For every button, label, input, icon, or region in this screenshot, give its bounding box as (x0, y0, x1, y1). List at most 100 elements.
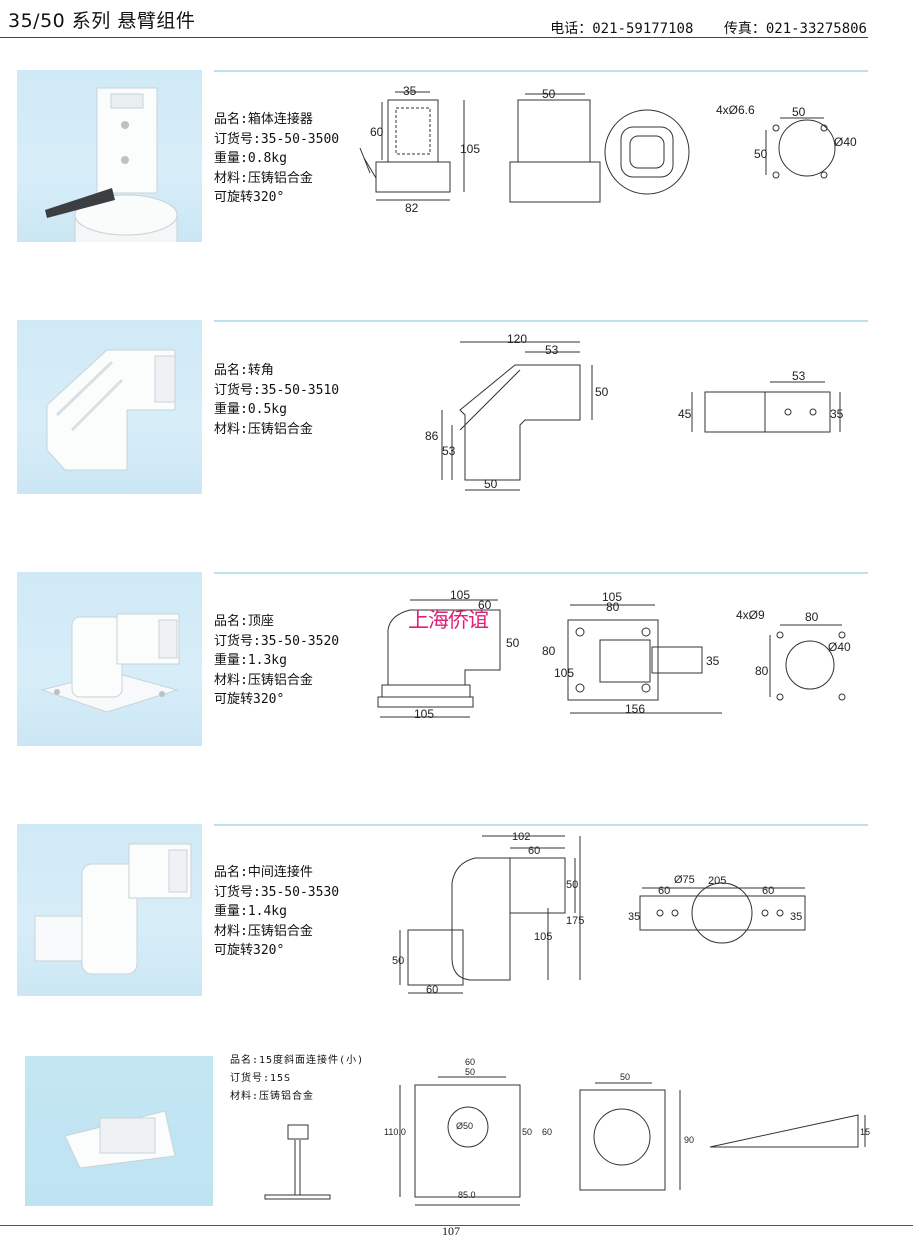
dim-label: 35 (628, 911, 640, 923)
dim-label: 50 (620, 1072, 630, 1082)
material: 材料:压铸铝合金 (230, 1091, 315, 1102)
dim-label: 60 (528, 845, 540, 857)
section-divider (214, 824, 868, 826)
dim-label: 53 (792, 369, 806, 383)
product-info-box-connector: 品名:箱体连接器 订货号:35-50-3500 重量:0.8kg 材料:压铸铝合… (214, 110, 339, 208)
top-seat-illustration (40, 613, 180, 713)
dim-label: 120 (507, 332, 527, 346)
dim-label: 80 (805, 610, 819, 624)
product-photo-corner (17, 320, 202, 494)
fax-number: 传真：021-33275806 (723, 21, 867, 37)
dim-label: 105 (460, 142, 480, 156)
technical-drawing-box-connector: 35 60 105 82 50 4xØ6.6 50 Ø40 50 (359, 84, 857, 215)
dim-label: 60 (426, 984, 438, 996)
product-photo-box-connector (17, 70, 202, 262)
dim-label: 4xØ9 (736, 608, 765, 622)
material: 材料:压铸铝合金 (214, 421, 313, 437)
footer-divider (0, 1225, 913, 1226)
weight: 重量:1.4kg (214, 904, 287, 919)
dim-label: 50 (506, 636, 520, 650)
weight: 重量:1.3kg (214, 653, 287, 668)
dim-label: 105 (554, 666, 574, 680)
dim-label: 50 (465, 1067, 475, 1077)
section-divider (214, 320, 868, 322)
product-info-middle-connector: 品名:中间连接件 订货号:35-50-3530 重量:1.4kg 材料:压铸铝合… (214, 863, 339, 961)
dim-label: 60 (478, 598, 492, 612)
dim-label: 82 (405, 201, 419, 215)
order-number: 订货号:35-50-3510 (214, 382, 340, 398)
dim-label: 105 (602, 590, 622, 604)
dim-label: 45 (678, 407, 692, 421)
technical-drawing-middle-connector: 102 60 50 175 105 50 60 Ø75 205 60 60 35… (392, 831, 806, 996)
section-divider (214, 70, 868, 72)
order-number: 订货号:35-50-3530 (214, 884, 340, 900)
dim-label: 35 (706, 654, 720, 668)
product-photo-top-seat (17, 572, 202, 746)
dim-label: 80 (755, 664, 769, 678)
dim-label: 105 (450, 588, 470, 602)
product-name: 品名:中间连接件 (214, 865, 313, 880)
dim-label: 50 (484, 477, 498, 491)
dim-label: 175 (566, 915, 584, 927)
order-number: 订货号:35-50-3500 (214, 131, 340, 147)
middle-connector-illustration (34, 843, 192, 975)
dim-label: 50 (392, 955, 404, 967)
dim-label: 60 (370, 125, 384, 139)
page-number: 107 (442, 1224, 460, 1238)
dim-label: Ø75 (674, 874, 695, 886)
order-number: 订货号:35-50-3520 (214, 633, 340, 649)
page-title: 35/50 系列 悬臂组件 (8, 10, 196, 32)
dim-label: 50 (542, 87, 556, 101)
product-info-15deg-connector: 品名:15度斜面连接件(小) 订货号:15S 材料:压铸铝合金 (230, 1052, 364, 1106)
dim-label: 60 (542, 1127, 552, 1137)
product-name: 品名:顶座 (214, 614, 274, 629)
dim-label: 50 (595, 385, 609, 399)
weight: 重量:0.8kg (214, 151, 287, 166)
rotation-note: 可旋转320° (214, 190, 285, 205)
product-info-top-seat: 品名:顶座 订货号:35-50-3520 重量:1.3kg 材料:压铸铝合金 可… (214, 612, 339, 710)
dim-label: 60 (762, 885, 774, 897)
15deg-connector-illustration (64, 1110, 176, 1169)
dim-label: 60 (658, 885, 670, 897)
dim-label: Ø40 (828, 640, 851, 654)
dim-label: 105 (534, 931, 552, 943)
watermark: 上海侨谊 (408, 608, 489, 632)
dim-label: 102 (512, 831, 530, 843)
product-info-corner: 品名:转角 订货号:35-50-3510 重量:0.5kg 材料:压铸铝合金 (214, 361, 339, 439)
dim-label: 105 (414, 707, 434, 721)
dim-label: Ø50 (456, 1121, 473, 1131)
dim-label: 110.0 (384, 1127, 406, 1137)
dim-label: 35 (830, 407, 844, 421)
weight: 重量:0.5kg (214, 402, 287, 417)
product-photo-15deg-connector (25, 1056, 213, 1206)
dim-label: Ø40 (834, 135, 857, 149)
dim-label: 85.0 (458, 1190, 476, 1200)
dim-label: 156 (625, 702, 645, 716)
rotation-note: 可旋转320° (214, 943, 285, 958)
dim-label: 205 (708, 875, 726, 887)
dim-label: 80 (542, 644, 556, 658)
product-name: 品名:箱体连接器 (214, 112, 313, 127)
box-connector-illustration (45, 87, 178, 262)
material: 材料:压铸铝合金 (214, 170, 313, 186)
order-number: 订货号:15S (230, 1073, 292, 1084)
contact-info: 电话：021-59177108 传真：021-33275806 (528, 18, 867, 38)
technical-drawing-15deg-connector: 60 50 110.0 Ø50 50 60 85.0 50 90 15 (264, 1057, 870, 1206)
dim-label: 15 (860, 1127, 870, 1137)
dim-label: 90 (684, 1135, 694, 1145)
product-name: 品名:转角 (214, 363, 274, 378)
technical-drawing-top-seat: 105 60 50 105 105 80 80 105 35 156 4xØ9 … (377, 588, 851, 721)
dim-label: 50 (792, 105, 806, 119)
header-divider (0, 37, 868, 38)
dim-label: 4xØ6.6 (716, 103, 755, 117)
dim-label: 35 (790, 911, 802, 923)
dim-label: 50 (566, 879, 578, 891)
corner-illustration (46, 349, 176, 471)
dim-label: 50 (754, 147, 768, 161)
material: 材料:压铸铝合金 (214, 672, 313, 688)
product-name: 品名:15度斜面连接件(小) (230, 1055, 365, 1066)
material: 材料:压铸铝合金 (214, 923, 313, 939)
dim-label: 60 (465, 1057, 475, 1067)
dim-label: 53 (442, 444, 456, 458)
dim-label: 50 (522, 1127, 532, 1137)
